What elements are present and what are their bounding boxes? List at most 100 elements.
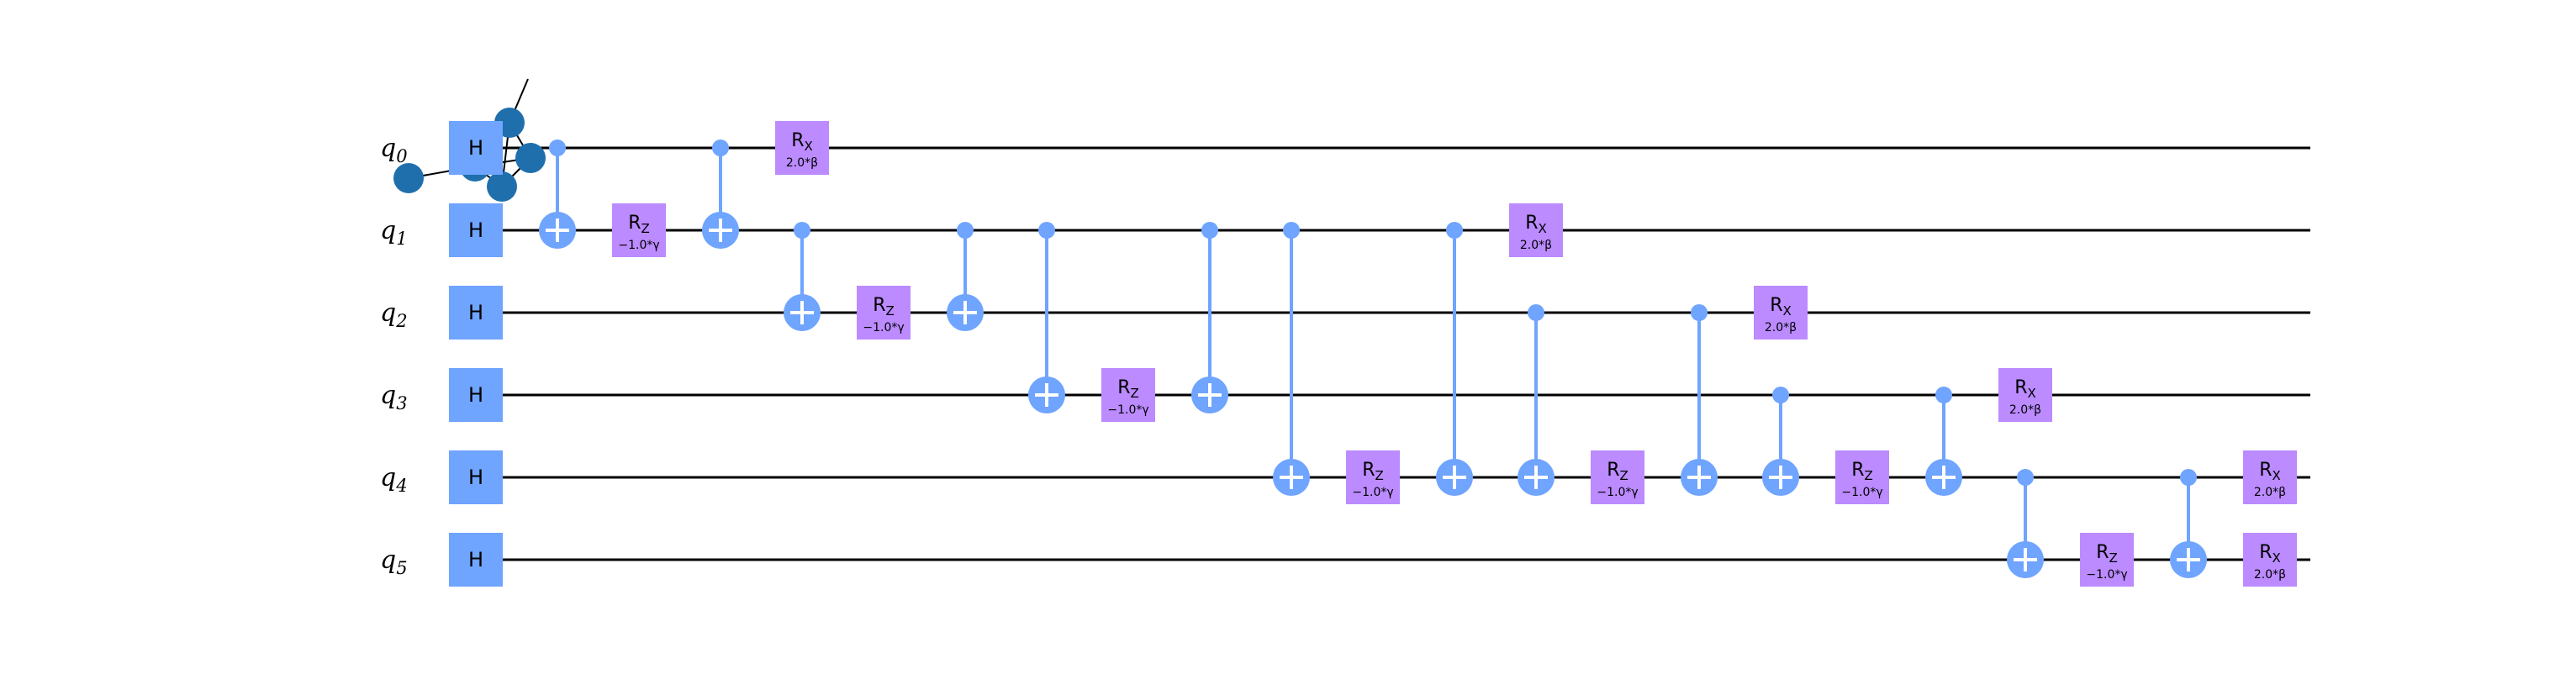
cx-control-dot <box>957 222 974 239</box>
qubit-label-index: 0 <box>396 146 407 166</box>
graph-node <box>515 143 546 173</box>
h-gate-label: H <box>468 466 483 489</box>
rx-gate-name: RX <box>791 130 813 154</box>
rx-gate-param: 2.0*β <box>2009 403 2041 417</box>
h-gate-label: H <box>468 136 483 160</box>
rx-gate-box <box>1998 368 2052 422</box>
qubit-label-1: q1 <box>380 216 408 249</box>
rz-gate-sub: Z <box>1131 386 1139 401</box>
rz-gate-name: RZ <box>1362 460 1384 483</box>
graph-node <box>487 171 517 202</box>
h-gate-box <box>449 533 503 587</box>
rx-gate-param: 2.0*β <box>2254 568 2286 582</box>
rz-gate-param: −1.0*γ <box>1352 486 1393 499</box>
rz-gate-sub: Z <box>1865 468 1873 483</box>
rx-gate-box <box>2243 450 2297 504</box>
rx-gate-name: RX <box>1770 295 1792 319</box>
qubit-label-index: 2 <box>395 311 407 331</box>
qubit-label-2: q2 <box>380 298 408 331</box>
rx-gate-base: R <box>2014 377 2027 398</box>
rx-gate-box <box>1754 286 1808 340</box>
rz-gate-name: RZ <box>1607 460 1628 483</box>
cx-control-dot <box>2017 469 2034 486</box>
h-gate-box <box>449 203 503 257</box>
rz-gate-param: −1.0*γ <box>1841 486 1882 499</box>
rx-gate-name: RX <box>2259 542 2281 566</box>
cx-control-dot <box>1283 222 1300 239</box>
qubit-label-base: q <box>380 216 396 245</box>
rz-gate-box <box>1591 450 1644 504</box>
cx-control-dot <box>1935 387 1952 403</box>
cx-control-dot <box>549 140 566 156</box>
rz-gate-base: R <box>1117 377 1130 398</box>
cx-control-dot <box>794 222 810 239</box>
rx-gate-box <box>2243 533 2297 587</box>
rx-gate-sub: X <box>2272 550 2281 566</box>
qubit-label-0: q0 <box>380 134 408 166</box>
rx-gate-name: RX <box>1525 213 1547 236</box>
qubit-label-index: 4 <box>395 476 407 496</box>
rz-gate-param: −1.0*γ <box>2086 568 2127 582</box>
h-gate-box <box>449 368 503 422</box>
rz-gate-name: RZ <box>628 213 650 236</box>
qubit-label-base: q <box>380 463 396 492</box>
rx-gate-param: 2.0*β <box>1520 239 1552 252</box>
rx-gate-param: 2.0*β <box>2254 486 2286 499</box>
rz-gate-name: RZ <box>2096 542 2118 566</box>
qubit-label-4: q4 <box>380 463 408 496</box>
rz-gate-sub: Z <box>641 221 650 236</box>
rx-gate-sub: X <box>2272 468 2281 483</box>
h-gate-box <box>449 121 503 175</box>
qubit-label-base: q <box>380 298 396 328</box>
cx-control-dot <box>1691 304 1708 321</box>
rx-gate-base: R <box>791 130 804 151</box>
rx-gate-sub: X <box>805 139 813 154</box>
graph-node <box>393 163 424 193</box>
qubit-label-index: 1 <box>396 229 407 249</box>
rz-gate-param: −1.0*γ <box>1107 403 1148 417</box>
rz-gate-sub: Z <box>2109 550 2118 566</box>
rx-gate-base: R <box>2259 542 2272 563</box>
rz-gate-box <box>1101 368 1155 422</box>
qubit-label-base: q <box>380 381 396 410</box>
qubit-label-base: q <box>380 134 396 163</box>
h-gate-label: H <box>468 383 483 407</box>
h-gate-box <box>449 286 503 340</box>
rz-gate-base: R <box>628 213 641 234</box>
rx-gate-name: RX <box>2259 460 2281 483</box>
cx-control-dot <box>712 140 729 156</box>
qubit-label-3: q3 <box>380 381 408 413</box>
cx-control-dot <box>2180 469 2197 486</box>
rx-gate-param: 2.0*β <box>786 156 818 170</box>
rz-gate-sub: Z <box>1620 468 1628 483</box>
rz-gate-box <box>1346 450 1400 504</box>
rz-gate-base: R <box>1607 460 1619 481</box>
h-gate-label: H <box>468 219 483 242</box>
qubit-label-index: 5 <box>396 558 407 578</box>
rx-gate-sub: X <box>1539 221 1547 236</box>
cx-control-dot <box>1038 222 1055 239</box>
rx-gate-base: R <box>1525 213 1538 234</box>
rz-gate-param: −1.0*γ <box>863 321 904 334</box>
rz-gate-box <box>1835 450 1889 504</box>
rz-gate-box <box>612 203 666 257</box>
rz-gate-base: R <box>1362 460 1375 481</box>
rx-gate-sub: X <box>2028 386 2036 401</box>
rz-gate-name: RZ <box>1117 377 1139 401</box>
rx-gate-name: RX <box>2014 377 2036 401</box>
rx-gate-box <box>1509 203 1563 257</box>
rz-gate-base: R <box>873 295 885 316</box>
qubit-label-index: 3 <box>396 393 407 413</box>
cx-control-dot <box>1201 222 1218 239</box>
rx-gate-sub: X <box>1783 303 1792 319</box>
rz-gate-box <box>857 286 911 340</box>
gates: HHHHHHRZ−1.0*γRX2.0*βRZ−1.0*γRZ−1.0*γRZ−… <box>449 121 2297 587</box>
h-gate-label: H <box>468 548 483 571</box>
rx-gate-base: R <box>1770 295 1782 316</box>
rz-gate-base: R <box>2096 542 2109 563</box>
rz-gate-name: RZ <box>873 295 895 319</box>
rz-gate-base: R <box>1851 460 1864 481</box>
rz-gate-sub: Z <box>1375 468 1384 483</box>
